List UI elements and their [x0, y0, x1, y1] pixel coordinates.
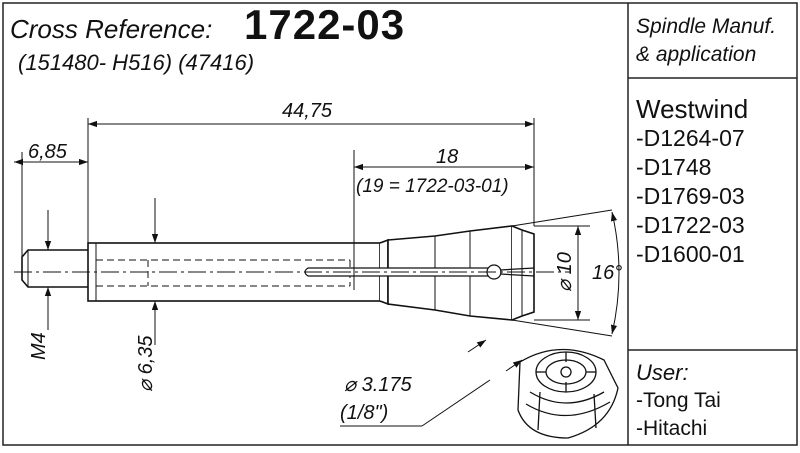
part-number: 1722-03 — [244, 1, 406, 48]
spindle-brand: Westwind — [636, 94, 749, 124]
spindle-header-line1: Spindle Manuf. — [636, 15, 777, 38]
dim-taper-angle-label: 16° — [592, 262, 623, 284]
alternate-references: (151480- H516) (47416) — [18, 50, 255, 75]
dim-overall-length — [87, 118, 535, 243]
user-header: User: — [636, 360, 689, 385]
user-item: -Tong Tai — [636, 389, 721, 412]
dim-bore-inch-label: (1/8") — [340, 402, 389, 424]
dim-shoulder-label: 6,85 — [28, 141, 67, 163]
dim-overall-length-label: 44,75 — [282, 100, 333, 122]
dim-shank-dia-label: ⌀ 6,35 — [135, 335, 157, 392]
collet-end-view — [517, 348, 619, 439]
dim-taper-angle — [511, 209, 620, 337]
cross-reference-label: Cross Reference: — [10, 14, 213, 44]
spindle-model: -D1600-01 — [636, 241, 745, 267]
dim-thread-label: M4 — [28, 332, 50, 360]
dim-bore-dia-label: ⌀ 3.175 — [344, 374, 412, 396]
spindle-model: -D1748 — [636, 154, 712, 180]
dim-nose-dia — [534, 225, 590, 321]
dim-shoulder — [14, 152, 88, 257]
dim-front-note-label: (19 = 1722-03-01) — [356, 176, 509, 197]
dim-nose-dia-label: ⌀ 10 — [554, 252, 576, 292]
outer-frame — [2, 2, 798, 446]
user-item: -Hitachi — [636, 417, 708, 440]
dim-bore-leader — [340, 339, 523, 427]
spindle-model: -D1769-03 — [636, 183, 745, 209]
spindle-model: -D1722-03 — [636, 212, 745, 238]
dim-front-length-label: 18 — [436, 146, 459, 168]
spindle-header-line2: & application — [636, 43, 757, 66]
dim-front-length — [353, 150, 534, 290]
spindle-model: -D1264-07 — [636, 125, 745, 151]
